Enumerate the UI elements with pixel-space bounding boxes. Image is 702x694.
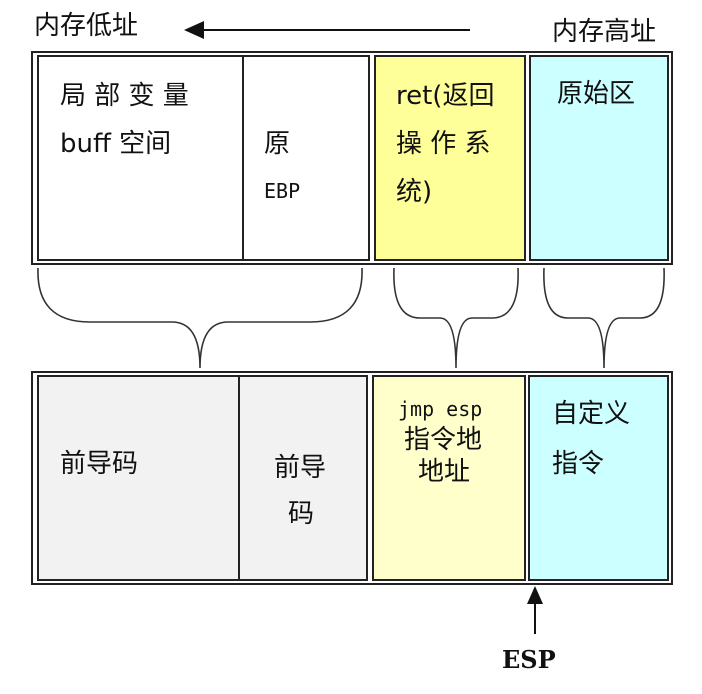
low-address-label: 内存低址: [34, 11, 138, 41]
custom-instructions-label-line2: 指令: [552, 449, 604, 479]
preamble-label-2: 前导: [274, 453, 326, 483]
mapping-braces: [37, 267, 665, 369]
brace-locals-ebp: [37, 267, 363, 369]
original-area-label: 原始区: [557, 79, 635, 109]
return-address-cell: [374, 55, 526, 261]
top-row-frame: [31, 51, 673, 265]
preamble-cell-1: [37, 375, 240, 581]
original-area-cell: [529, 55, 669, 261]
custom-instructions-cell: [528, 375, 669, 581]
direction-arrow: [184, 21, 470, 39]
preamble-label-1: 前导码: [60, 449, 138, 479]
brace-ret: [393, 267, 519, 369]
preamble-cell-2: [238, 375, 368, 581]
high-address-label: 内存高址: [552, 17, 656, 47]
custom-instructions-label: 自定义: [552, 399, 630, 429]
local-variable-buffer-cell: [37, 55, 244, 261]
ret-label-line2: 操 作 系: [396, 129, 491, 159]
ebp-label: EBP: [264, 179, 300, 203]
jmp-esp-label-line3: 地址: [418, 457, 470, 487]
original-ebp-cell: [242, 55, 370, 261]
ret-label: ret(返回: [396, 81, 494, 111]
esp-pointer-arrow: [527, 586, 543, 634]
bottom-row-frame: [31, 371, 673, 585]
ret-label-line3: 统): [396, 177, 432, 207]
bottom-memory-row: 前导码 前导 码 jmp esp 指令地 地址 自定义 指令: [31, 371, 673, 585]
jmp-esp-address-cell: [372, 375, 526, 581]
jmp-esp-label-line2: 指令地: [404, 425, 482, 455]
esp-label: ESP: [502, 645, 556, 674]
buffer-space-label: buff 空间: [60, 129, 171, 159]
local-variable-label: 局 部 变 量: [60, 81, 189, 111]
original-label: 原: [264, 129, 290, 159]
top-memory-row: 局 部 变 量 buff 空间 原 EBP ret(返回 操 作 系 统) 原始…: [31, 51, 673, 265]
jmp-esp-label: jmp esp: [398, 397, 482, 421]
preamble-label-2-line2: 码: [288, 499, 314, 529]
brace-original-area: [543, 267, 665, 369]
